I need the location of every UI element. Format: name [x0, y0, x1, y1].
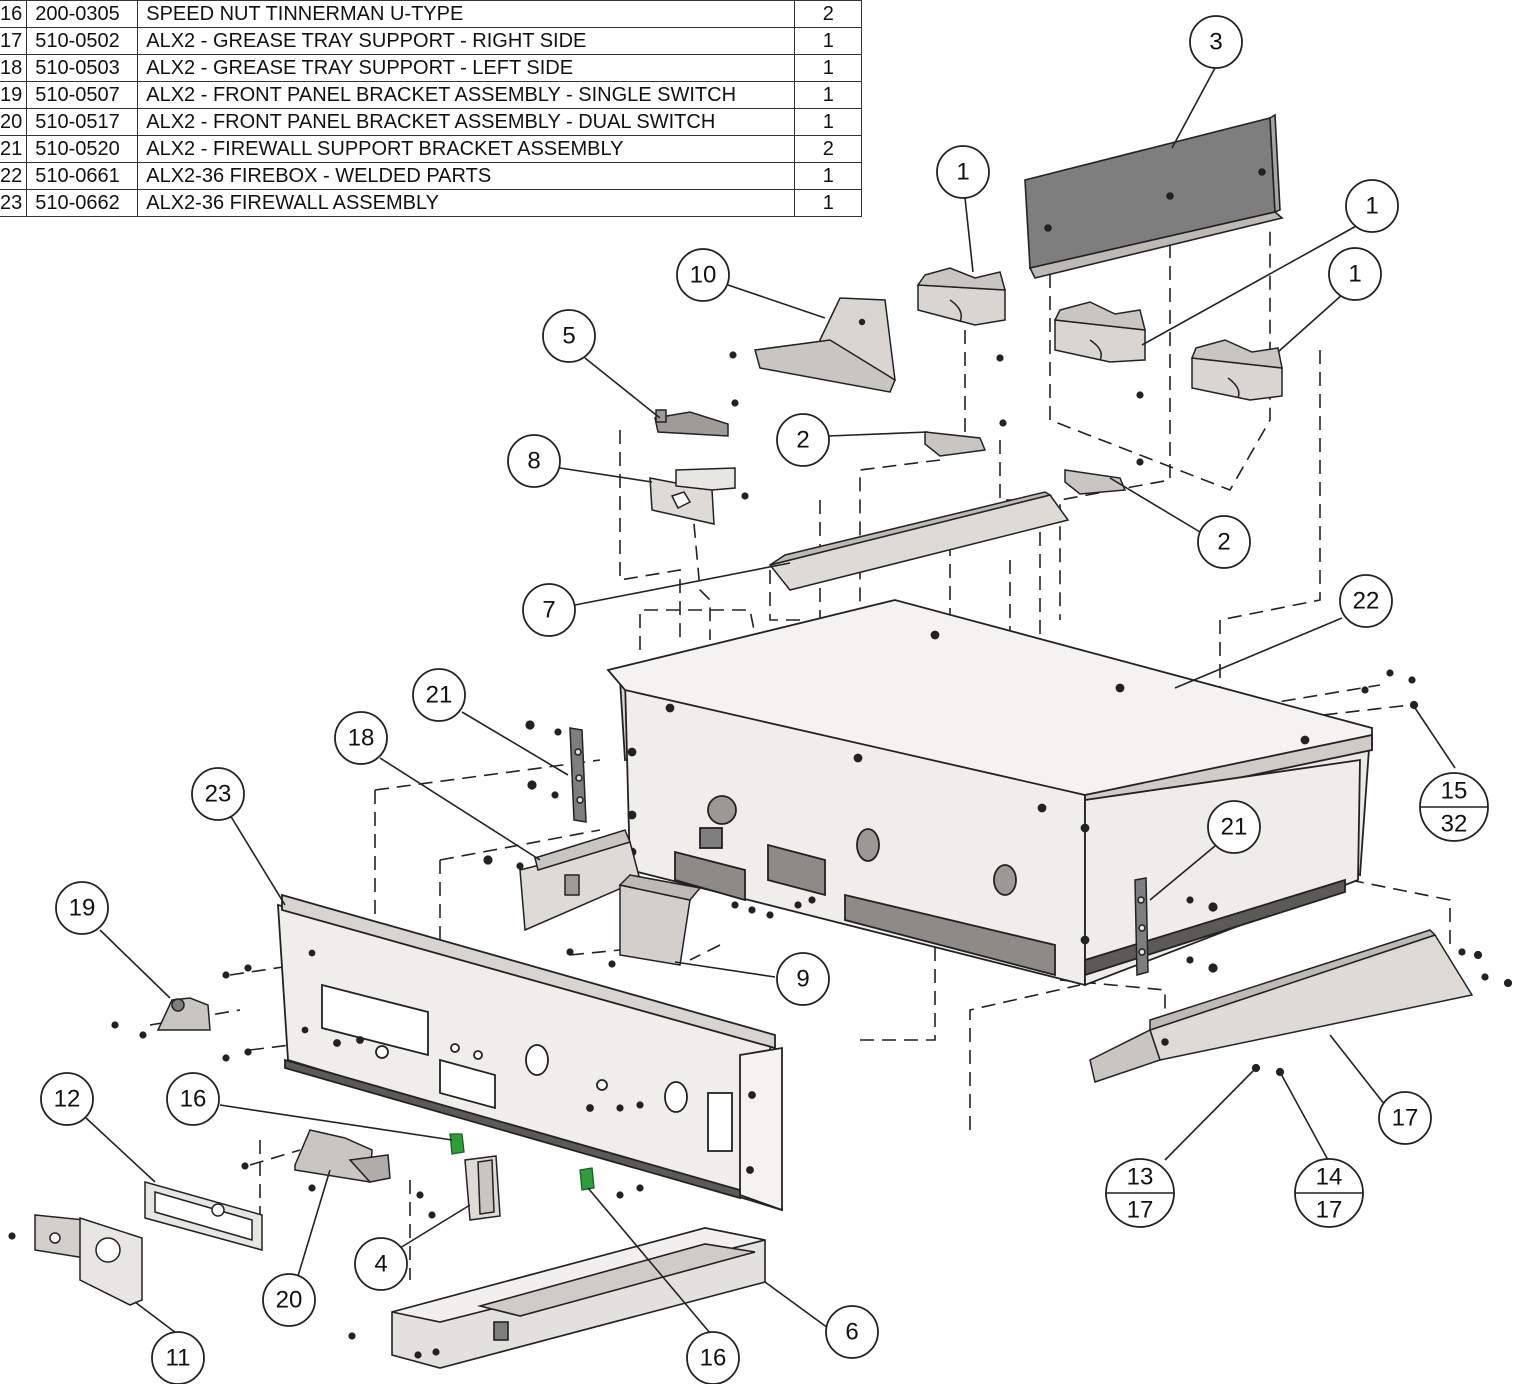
quantity-cell: 2 — [794, 0, 863, 28]
part-number-cell: 510-0520 — [26, 135, 139, 163]
part-3-plate — [1024, 113, 1284, 279]
callout-label: 22 — [1353, 588, 1380, 615]
part-11-plate — [34, 1214, 143, 1306]
quantity-cell: 2 — [794, 135, 863, 163]
quantity-cell: 1 — [794, 81, 863, 109]
part-1-bracket-a — [916, 267, 1007, 326]
description-cell: ALX2 - FRONT PANEL BRACKET ASSEMBLY - DU… — [137, 108, 796, 136]
table-row: 18 510-0503 ALX2 - GREASE TRAY SUPPORT -… — [0, 54, 863, 82]
part-5-clip — [654, 409, 729, 437]
description-cell: ALX2 - GREASE TRAY SUPPORT - LEFT SIDE — [137, 54, 796, 82]
item-number-cell: 23 — [0, 189, 28, 217]
quantity-cell: 1 — [794, 189, 863, 217]
table-row: 22 510-0661 ALX2-36 FIREBOX - WELDED PAR… — [0, 162, 863, 190]
item-number-cell: 21 — [0, 135, 28, 163]
callout-label: 18 — [348, 725, 375, 752]
part-8-bracket — [649, 467, 736, 525]
part-20-bracket — [294, 1129, 391, 1183]
item-number-cell: 18 — [0, 54, 28, 82]
callout-label: 9 — [796, 966, 809, 993]
split-callout-item: 14 — [1316, 1164, 1343, 1191]
part-12-frame — [144, 1181, 263, 1251]
table-row: 20 510-0517 ALX2 - FRONT PANEL BRACKET A… — [0, 108, 863, 136]
part-7-rail — [768, 491, 1070, 591]
fasteners — [8, 351, 1513, 1359]
callout-label: 1 — [1365, 193, 1378, 220]
callout-label: 6 — [845, 1319, 858, 1346]
description-cell: ALX2 - FIREWALL SUPPORT BRACKET ASSEMBLY — [137, 135, 796, 163]
part-number-cell: 510-0517 — [26, 108, 139, 136]
callout-labels: 3 1 1 1 10 5 2 2 8 7 22 21 18 23 19 21 9… — [54, 29, 1468, 1372]
part-21-bracket-left — [569, 727, 587, 823]
part-18-grease-tray-support-left — [519, 829, 641, 932]
split-callout-qty: 17 — [1316, 1197, 1343, 1224]
part-19-bracket — [156, 997, 211, 1031]
table-row: 23 510-0662 ALX2-36 FIREWALL ASSEMBLY 1 — [0, 189, 863, 217]
part-6-grease-tray — [391, 1227, 766, 1369]
callout-label: 19 — [69, 895, 96, 922]
description-cell: ALX2-36 FIREWALL ASSEMBLY — [137, 189, 796, 217]
split-callout-item: 13 — [1127, 1164, 1154, 1191]
table-row: 21 510-0520 ALX2 - FIREWALL SUPPORT BRAC… — [0, 135, 863, 163]
callout-label: 1 — [1348, 261, 1361, 288]
part-number-cell: 510-0507 — [26, 81, 139, 109]
split-callout-item: 15 — [1441, 778, 1468, 805]
part-number-cell: 200-0305 — [26, 0, 139, 28]
callout-label: 11 — [166, 1345, 191, 1372]
part-23-firewall — [277, 893, 783, 1212]
split-callout-qty: 32 — [1441, 811, 1468, 838]
part-21-bracket-right — [1134, 877, 1149, 976]
callout-label: 20 — [276, 1287, 303, 1314]
part-number-cell: 510-0503 — [26, 54, 139, 82]
table-row: 19 510-0507 ALX2 - FRONT PANEL BRACKET A… — [0, 81, 863, 109]
description-cell: ALX2-36 FIREBOX - WELDED PARTS — [137, 162, 796, 190]
callout-label: 3 — [1209, 29, 1222, 56]
part-4-bracket — [464, 1155, 501, 1221]
quantity-cell: 1 — [794, 108, 863, 136]
part-9-plate — [618, 874, 702, 966]
callout-label: 2 — [1217, 529, 1230, 556]
callout-label: 5 — [562, 323, 575, 350]
part-17-grease-tray-support-right — [1089, 929, 1474, 1083]
part-16-speed-nut-a — [449, 1133, 465, 1155]
split-callout-qty: 17 — [1127, 1197, 1154, 1224]
callout-label: 16 — [700, 1345, 727, 1372]
item-number-cell: 20 — [0, 108, 28, 136]
part-number-cell: 510-0662 — [26, 189, 139, 217]
part-1-bracket-c — [1190, 339, 1283, 401]
callout-label: 2 — [796, 427, 809, 454]
item-number-cell: 16 — [0, 0, 28, 28]
item-number-cell: 19 — [0, 81, 28, 109]
callout-label: 12 — [54, 1086, 81, 1113]
table-row: 17 510-0502 ALX2 - GREASE TRAY SUPPORT -… — [0, 27, 863, 55]
callout-label: 8 — [527, 448, 540, 475]
callout-label: 16 — [180, 1086, 207, 1113]
leader-lines — [85, 67, 1456, 1337]
parts-list-table: 16 200-0305 SPEED NUT TINNERMAN U-TYPE 2… — [0, 0, 863, 217]
split-callout-dividers — [1106, 806, 1488, 1194]
callout-label: 10 — [690, 262, 717, 289]
callout-label: 1 — [956, 159, 969, 186]
callout-label: 4 — [374, 1251, 387, 1278]
part-16-speed-nut-b — [579, 1167, 595, 1191]
callout-label: 7 — [542, 597, 555, 624]
part-2-clip-b — [1064, 469, 1127, 495]
callout-label: 23 — [205, 781, 232, 808]
part-2-clip-a — [924, 431, 987, 457]
callout-label: 21 — [426, 682, 453, 709]
callout-label: 17 — [1392, 1105, 1419, 1132]
part-22-firebox — [606, 599, 1373, 987]
description-cell: ALX2 - GREASE TRAY SUPPORT - RIGHT SIDE — [137, 27, 796, 55]
description-cell: ALX2 - FRONT PANEL BRACKET ASSEMBLY - SI… — [137, 81, 796, 109]
callout-label: 21 — [1221, 814, 1248, 841]
part-10-support — [754, 297, 896, 393]
part-1-bracket-b — [1053, 301, 1146, 363]
